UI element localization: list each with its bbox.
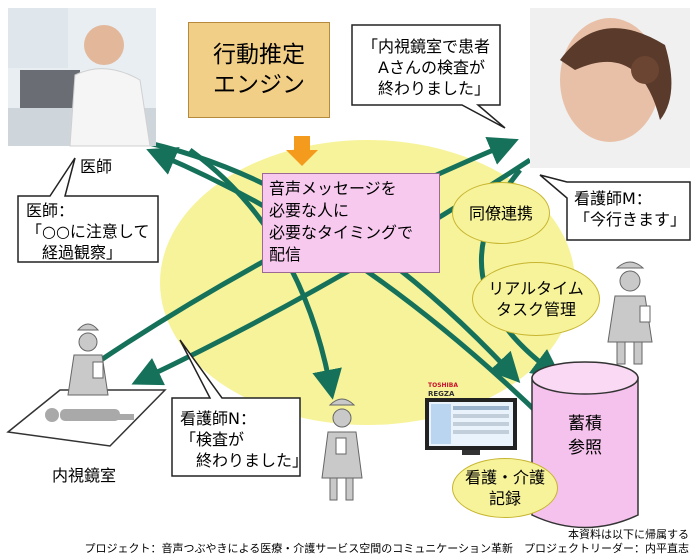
realtime-tag-line-2: タスク管理 bbox=[495, 300, 576, 319]
realtime-task-tag: リアルタイム タスク管理 bbox=[472, 262, 600, 336]
message-line-2: 必要な人に bbox=[269, 201, 350, 220]
bubble-nurse-n bbox=[171, 339, 301, 477]
doctor-note-line-3: 経過観察」 bbox=[26, 243, 123, 262]
endoscopy-room-floor bbox=[6, 389, 167, 447]
tv-icon bbox=[425, 398, 517, 455]
bubble-patient-done bbox=[351, 24, 506, 129]
bubble-patient-line-3: 終わりました」 bbox=[362, 79, 491, 98]
bubble-patient-line-1: 「内視鏡室で患者 bbox=[362, 37, 491, 56]
realtime-tag-line-1: リアルタイム bbox=[488, 279, 584, 298]
nurse-m-note-text: 看護師M： 「今行きます」 bbox=[574, 188, 686, 230]
doctor-label: 医師 bbox=[80, 157, 113, 176]
nurse-n-line-2: 「検査が bbox=[180, 430, 245, 449]
doctor-note-text: 医師： 「○○に注意して 経過観察」 bbox=[26, 200, 149, 263]
message-line-4: 配信 bbox=[269, 245, 302, 264]
colleague-cooperation-tag: 同僚連携 bbox=[452, 182, 550, 244]
colleague-tag-text: 同僚連携 bbox=[468, 203, 533, 223]
footer-line-2: プロジェクト：音声つぶやきによる医療・介護サービス空間のコミュニケーション革新 … bbox=[84, 542, 689, 555]
nurse-figure-right bbox=[607, 261, 653, 365]
database-line-2: 参照 bbox=[568, 438, 602, 458]
engine-line-2: エンジン bbox=[213, 72, 305, 98]
bubble-patient-line-2: Aさんの検査が bbox=[362, 58, 485, 77]
nurse-figure-left bbox=[67, 323, 109, 396]
nurse-n-note-text: 看護師N： 「検査が 終わりました」 bbox=[180, 408, 308, 471]
tv-brand: TOSHIBA bbox=[428, 382, 458, 389]
doctor-note-line-1: 医師： bbox=[26, 201, 75, 220]
nurse-n-line-3: 終わりました」 bbox=[180, 451, 309, 470]
engine-line-1: 行動推定 bbox=[213, 42, 305, 68]
bubble-nurse-m bbox=[539, 174, 691, 241]
doctor-photo bbox=[8, 8, 156, 147]
nurse-figure-bottom bbox=[321, 398, 363, 501]
nurse-m-photo bbox=[530, 8, 690, 168]
care-record-line-2: 記録 bbox=[488, 489, 521, 508]
nurse-m-line-2: 「今行きます」 bbox=[574, 210, 687, 229]
database-line-1: 蓄積 bbox=[568, 414, 602, 434]
bubble-doctor bbox=[17, 157, 159, 263]
voice-message-box: 音声メッセージを 必要な人に 必要なタイミングで 配信 bbox=[262, 173, 440, 273]
doctor-note-line-2: 「○○に注意して bbox=[26, 222, 150, 241]
nurse-m-line-1: 看護師M： bbox=[574, 189, 652, 208]
bubble-patient-done-text: 「内視鏡室で患者 Aさんの検査が 終わりました」 bbox=[362, 36, 490, 99]
message-line-1: 音声メッセージを bbox=[269, 179, 397, 198]
database-cylinder bbox=[531, 361, 639, 529]
orange-down-arrow bbox=[286, 136, 318, 166]
database-label: 蓄積 参照 bbox=[555, 412, 615, 460]
footer-line-1: 本資料は以下に帰属する bbox=[568, 528, 689, 541]
care-record-line-1: 看護・介護 bbox=[464, 468, 545, 487]
care-record-tag: 看護・介護 記録 bbox=[452, 458, 558, 518]
behavior-estimation-engine: 行動推定 エンジン bbox=[188, 22, 330, 118]
message-line-3: 必要なタイミングで bbox=[269, 223, 414, 242]
endoscopy-room-label: 内視鏡室 bbox=[52, 466, 117, 485]
nurse-n-line-1: 看護師N： bbox=[180, 409, 256, 428]
tv-model: REGZA bbox=[428, 390, 455, 398]
